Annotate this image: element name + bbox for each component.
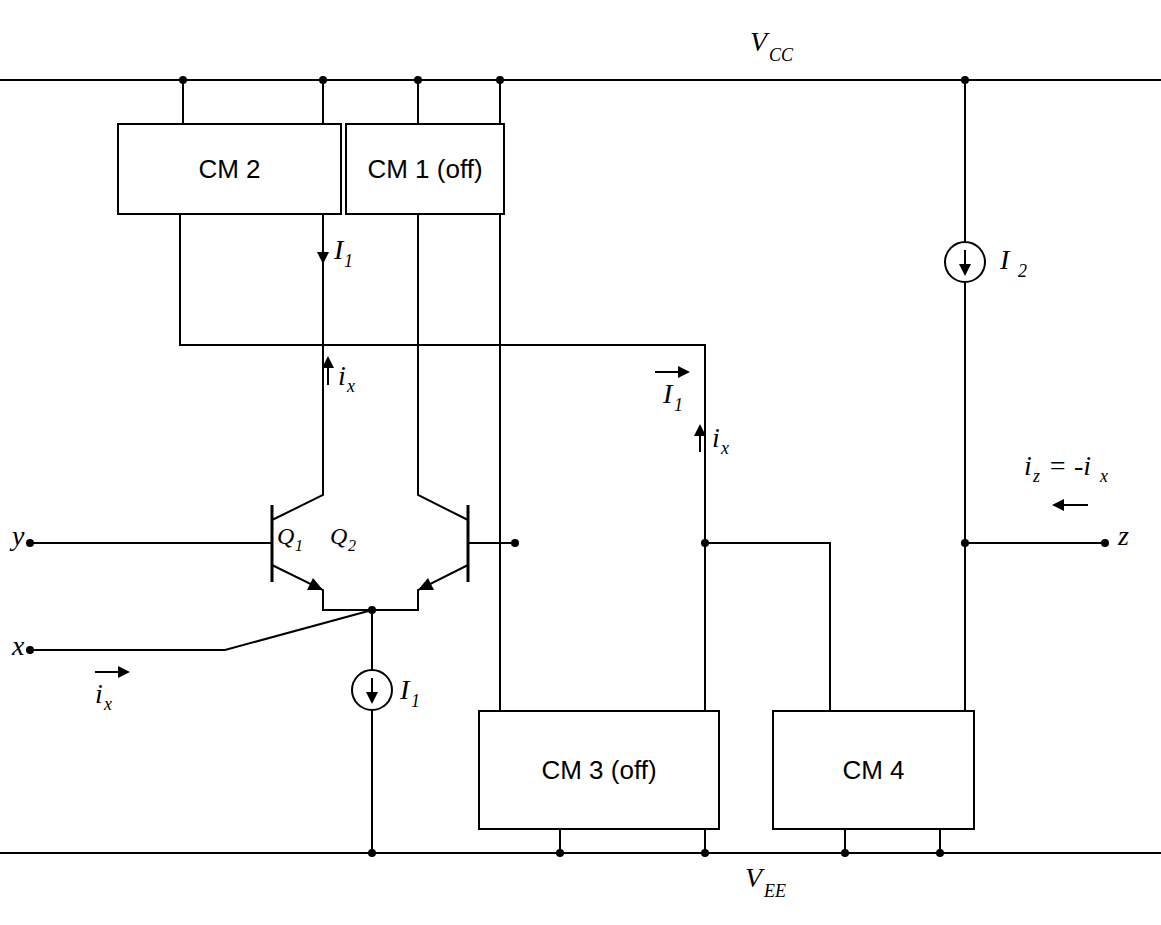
current-subscript: z: [1033, 467, 1040, 485]
junction-dot: [961, 539, 969, 547]
current-name: I: [334, 236, 343, 264]
current-mirror-box: CM 2: [117, 123, 342, 215]
box-label: CM 1 (off): [367, 154, 482, 185]
arrowhead: [959, 264, 971, 276]
junction-dot: [701, 849, 709, 857]
arrowhead: [317, 252, 329, 264]
terminal-dot: [26, 539, 34, 547]
supply-subscript: EE: [764, 882, 786, 900]
junction-dot: [496, 76, 504, 84]
transistor-name: Q: [330, 524, 347, 548]
current-subscript: 1: [411, 692, 420, 710]
q2-base-wire: [468, 542, 515, 544]
junction-dot: [841, 849, 849, 857]
arrowhead: [366, 692, 378, 704]
equation: = -i: [1048, 452, 1091, 480]
terminal-dot: [511, 539, 519, 547]
arrowhead: [118, 666, 130, 678]
current-name: I: [1000, 246, 1009, 274]
x-wire: [30, 610, 372, 650]
vcc-rail: [0, 79, 1161, 81]
junction-dot: [556, 849, 564, 857]
current-mirror-box: CM 3 (off): [478, 710, 720, 830]
transistor-subscript: 1: [295, 538, 303, 554]
terminal-dot: [26, 646, 34, 654]
terminal-name: x: [12, 632, 24, 660]
current-mirror-box: CM 1 (off): [345, 123, 505, 215]
current-subscript: x: [347, 377, 355, 395]
transistor-subscript: 2: [348, 538, 356, 554]
current-name: I: [400, 676, 409, 704]
junction-dot: [961, 76, 969, 84]
wire: [964, 282, 966, 710]
current-subscript: 1: [674, 396, 683, 414]
y-wire: [30, 542, 272, 544]
q1-collector: [272, 215, 323, 520]
z-wire: [965, 542, 1105, 544]
arrowhead: [322, 356, 334, 368]
current-name: i: [1024, 452, 1032, 480]
supply-name: V: [750, 28, 767, 56]
wire: [182, 80, 184, 123]
junction-dot: [414, 76, 422, 84]
box-label: CM 2: [198, 154, 260, 185]
box-label: CM 4: [842, 755, 904, 786]
arrowhead: [678, 366, 690, 378]
supply-subscript: CC: [769, 46, 793, 64]
wire: [371, 710, 373, 853]
current-name: I: [663, 380, 672, 408]
current-subscript: 1: [344, 252, 353, 270]
current-name: i: [338, 362, 346, 390]
current-subscript: 2: [1018, 262, 1027, 280]
vee-rail: [0, 852, 1161, 854]
junction-dot: [179, 76, 187, 84]
emitter-wire: [272, 565, 468, 610]
junction-dot: [368, 606, 376, 614]
wire: [417, 80, 419, 123]
junction-dot: [319, 76, 327, 84]
terminal-dot: [1101, 539, 1109, 547]
q2-collector: [418, 215, 468, 520]
current-name: i: [712, 424, 720, 452]
wire: [371, 610, 373, 670]
wire: [499, 80, 501, 123]
terminal-name: z: [1118, 522, 1129, 550]
current-subscript: x: [104, 695, 112, 713]
current-name: i: [95, 680, 103, 708]
wire: [964, 80, 966, 242]
current-source: [352, 670, 392, 710]
arrowhead: [1052, 499, 1064, 511]
wire-connector: [180, 215, 705, 710]
wire: [322, 80, 324, 123]
wire-connector: [180, 215, 830, 710]
box-label: CM 3 (off): [541, 755, 656, 786]
supply-name: V: [745, 864, 762, 892]
current-subscript: x: [721, 439, 729, 457]
emitter-arrow: [307, 578, 323, 590]
transistor-name: Q: [277, 524, 294, 548]
junction-dot: [936, 849, 944, 857]
wire-connector: [499, 215, 501, 710]
current-mirror-box: CM 4: [772, 710, 975, 830]
current-source: [945, 242, 985, 282]
current-subscript: x: [1100, 467, 1108, 485]
terminal-name: y: [12, 522, 24, 550]
junction-dot: [368, 849, 376, 857]
emitter-arrow: [418, 578, 434, 590]
